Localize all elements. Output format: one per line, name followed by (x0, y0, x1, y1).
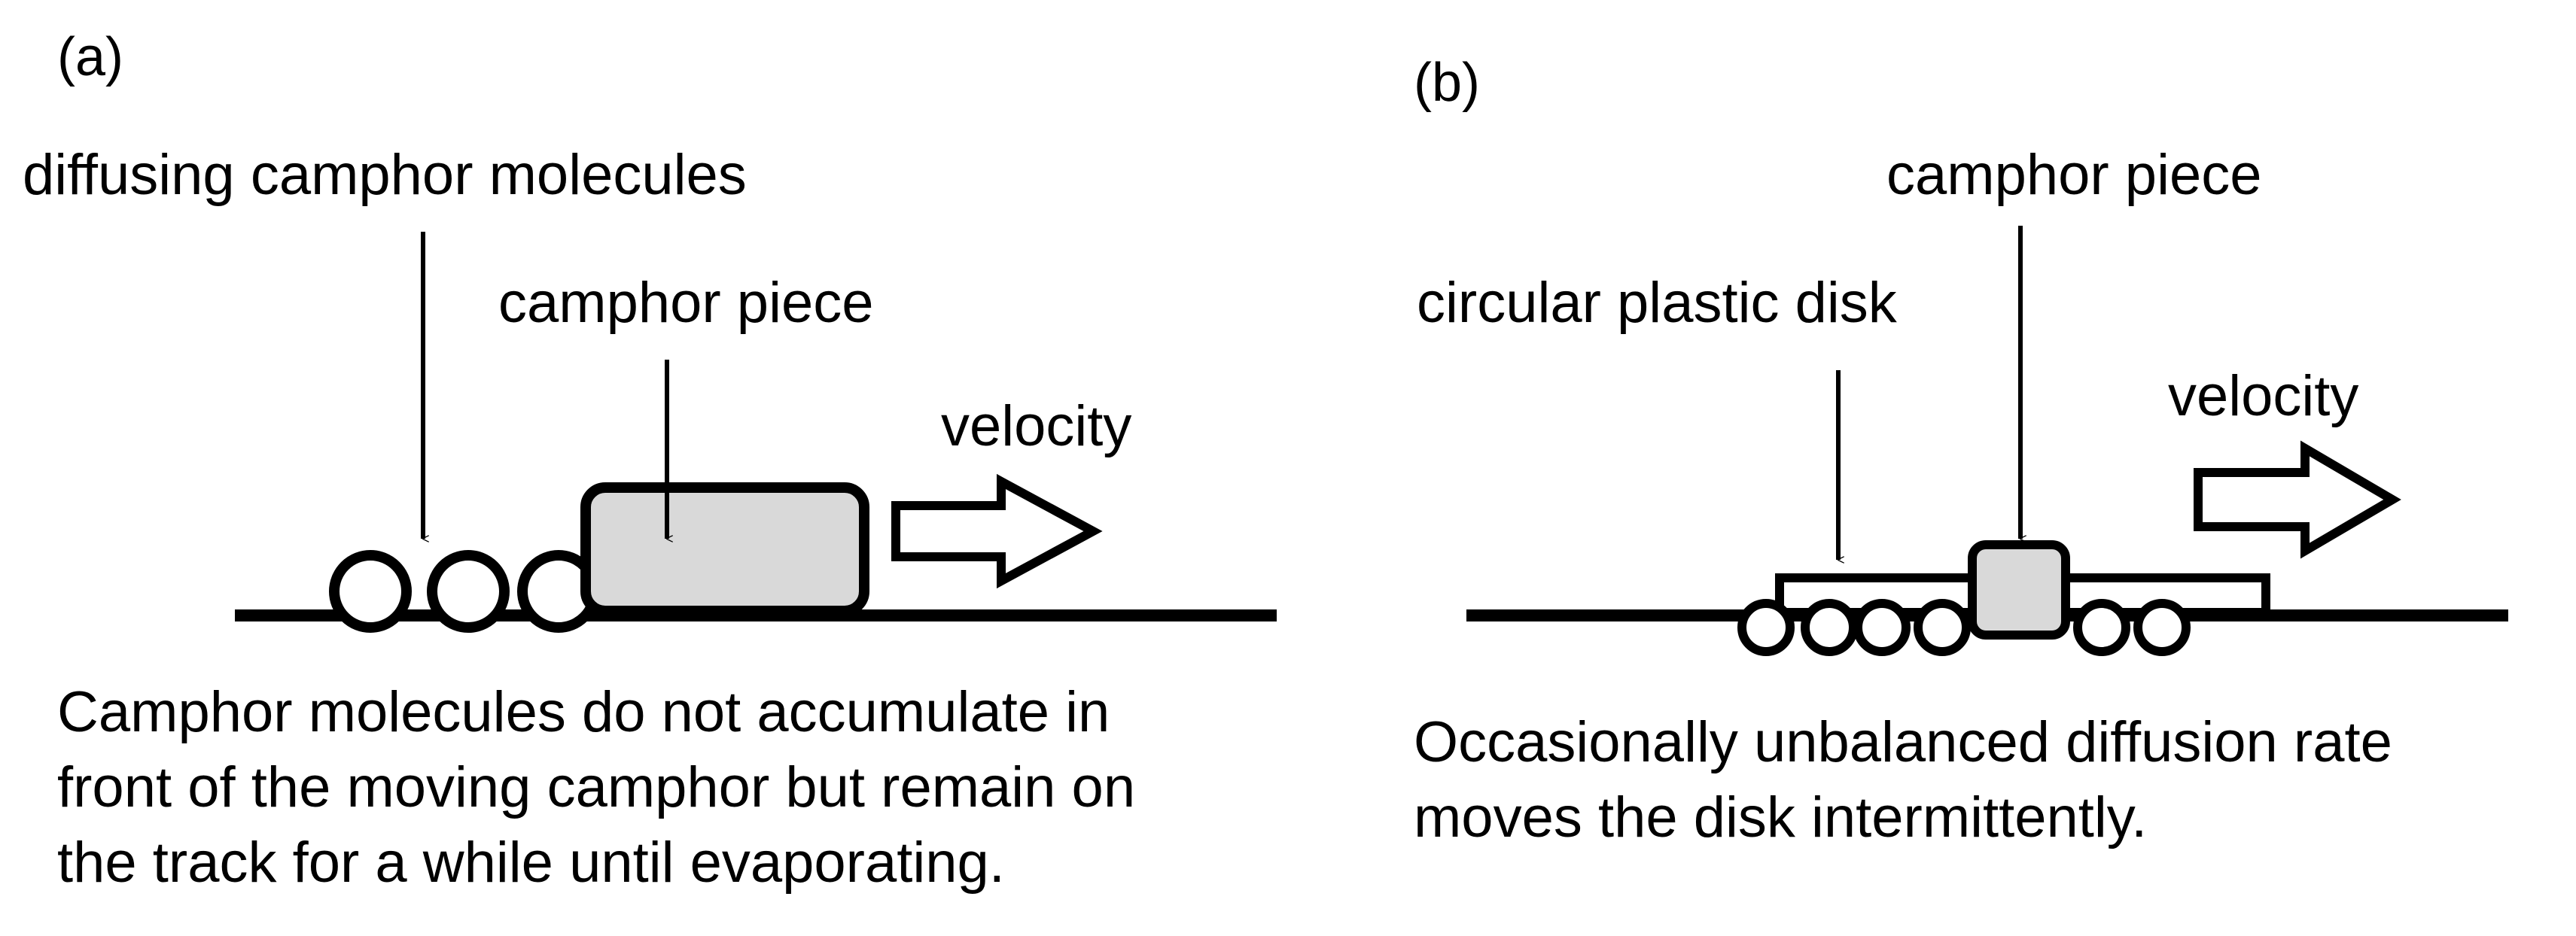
camphor-molecule (427, 550, 510, 633)
panel-a-label: (a) (57, 27, 123, 87)
camphor-molecule (1737, 599, 1795, 656)
panel-a: (a) diffusing camphor molecules camphor … (23, 27, 1277, 895)
velocity-label-b: velocity (2168, 364, 2358, 428)
camphor-piece-a (580, 482, 869, 616)
camphor-molecule (1914, 599, 1971, 656)
velocity-label-a: velocity (941, 394, 1131, 458)
camphor-piece-label-a: camphor piece (498, 271, 874, 335)
velocity-arrow-b (2194, 440, 2401, 559)
velocity-arrow-a (891, 473, 1103, 589)
camphor-molecule (1853, 599, 1911, 656)
camphor-piece-b (1968, 540, 2070, 640)
panel-b: (b) camphor piece circular plastic disk … (1414, 53, 2508, 849)
camphor-piece-label-b: camphor piece (1886, 143, 2262, 207)
panel-b-label: (b) (1414, 53, 1480, 113)
caption-a-line-3: the track for a while until evaporating. (57, 831, 1005, 895)
caption-b-line-2: moves the disk intermittently. (1414, 786, 2147, 849)
camphor-molecule (329, 550, 412, 633)
caption-b-line-1: Occasionally unbalanced diffusion rate (1414, 710, 2392, 774)
camphor-molecule (1801, 599, 1858, 656)
camphor-molecule (2073, 599, 2130, 656)
camphor-molecule (2133, 599, 2191, 656)
caption-a-line-1: Camphor molecules do not accumulate in (57, 680, 1110, 744)
diffusing-molecules-label: diffusing camphor molecules (23, 143, 747, 207)
plastic-disk-label: circular plastic disk (1417, 271, 1898, 335)
caption-a-line-2: front of the moving camphor but remain o… (57, 755, 1135, 819)
